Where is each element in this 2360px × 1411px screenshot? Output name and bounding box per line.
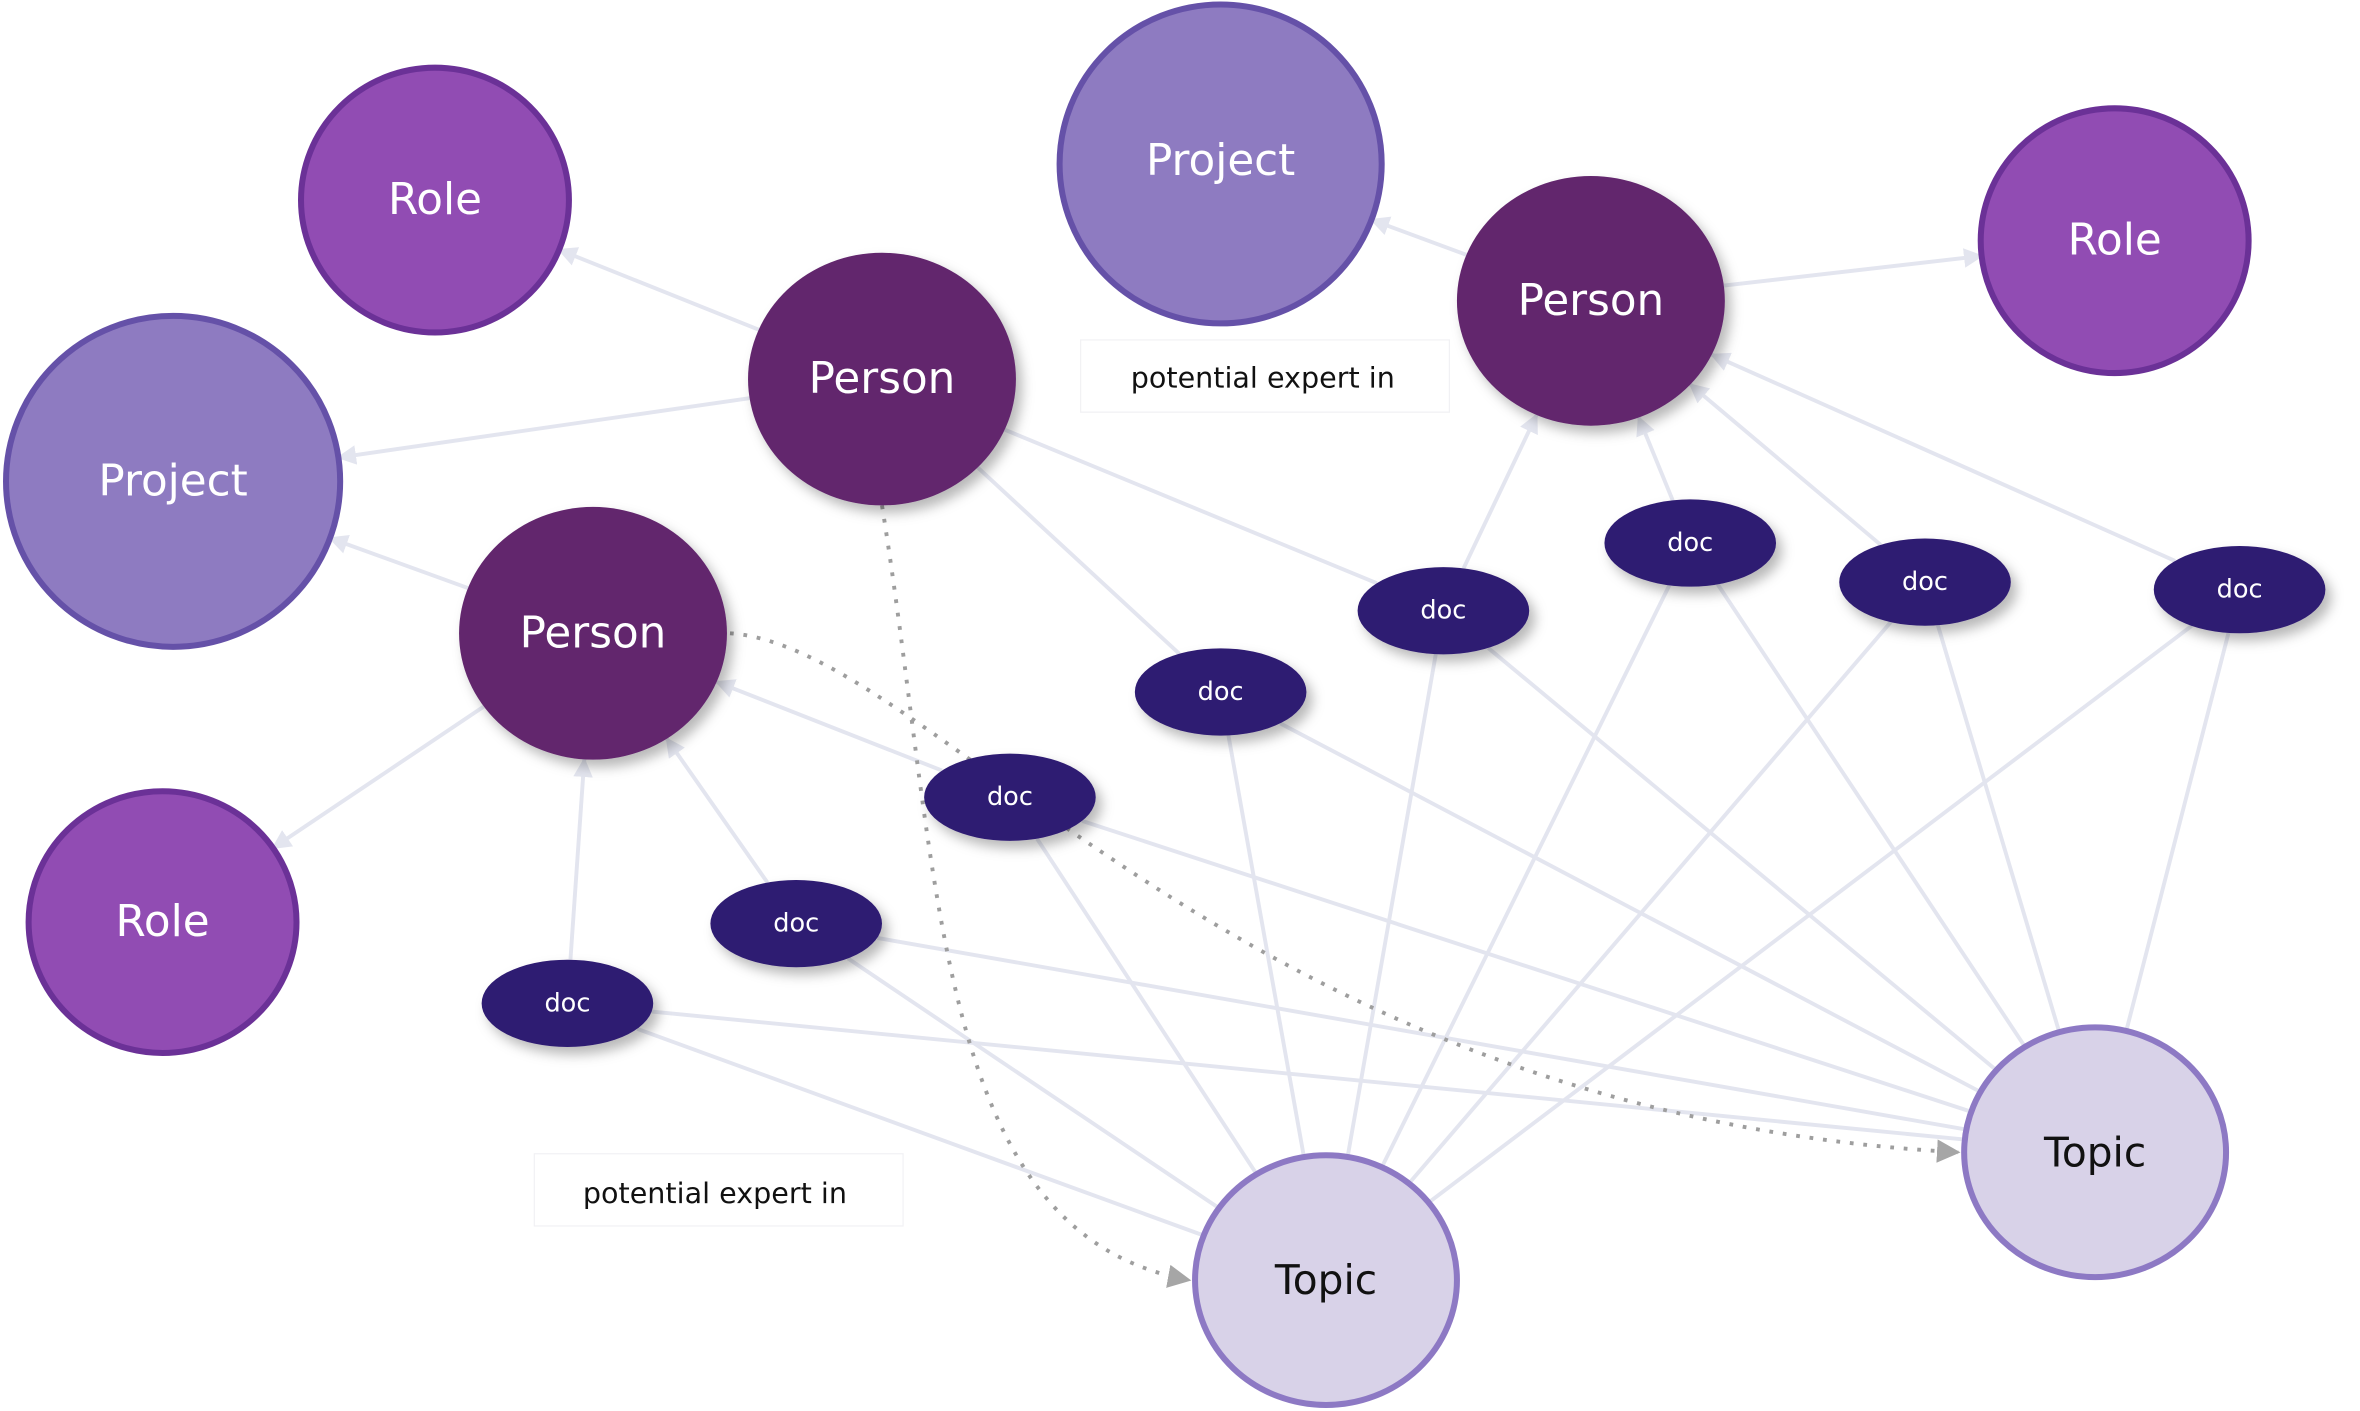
node-label: doc (544, 988, 590, 1018)
node-doc[interactable]: doc (710, 879, 882, 968)
person-node-shape (748, 252, 1016, 506)
edge-person2-role2[interactable] (271, 704, 485, 850)
node-label: Topic (1274, 1256, 1377, 1304)
edge-person3-project2[interactable] (1369, 216, 1468, 257)
node-doc[interactable]: doc (1134, 648, 1307, 736)
edge-potential-expert-in[interactable] (880, 505, 1192, 1288)
node-label: doc (773, 909, 819, 939)
doc-node-shape (1134, 648, 1307, 736)
edge-docE-topic1[interactable] (1226, 735, 1306, 1158)
edge-docE-topic2[interactable] (1279, 721, 1982, 1094)
edge-label-potential-expert-top: potential expert in (1080, 339, 1451, 413)
node-project[interactable]: Project (1056, 1, 1385, 327)
edge-docG-topic1[interactable] (846, 956, 1221, 1210)
role-node-shape (298, 64, 572, 336)
edge-docD-topic1[interactable] (1345, 653, 1438, 1158)
node-label: doc (1198, 677, 1244, 707)
edge-docA-topic2[interactable] (1716, 583, 2027, 1048)
node-label: Role (116, 897, 210, 947)
node-label: Topic (2043, 1128, 2146, 1176)
edge-docA-person3[interactable] (1636, 415, 1675, 502)
node-label: doc (987, 782, 1033, 812)
node-doc[interactable]: doc (481, 959, 654, 1047)
edge-person1-docD[interactable] (1003, 427, 1378, 586)
node-role[interactable]: Role (25, 788, 300, 1056)
node-topic[interactable]: Topic (1961, 1024, 2230, 1281)
project-node-shape (3, 312, 344, 650)
node-label: Person (809, 354, 956, 404)
node-label: Person (1518, 276, 1665, 326)
node-doc[interactable]: doc (1357, 567, 1530, 655)
edge-person1-project1[interactable] (336, 396, 750, 465)
node-label: Role (388, 175, 482, 225)
node-person[interactable]: Person (748, 252, 1016, 506)
node-label: Project (1146, 136, 1295, 186)
doc-node-shape (2153, 546, 2326, 634)
node-topic[interactable]: Topic (1192, 1152, 1460, 1408)
node-role[interactable]: Role (1977, 105, 2252, 377)
edge-docA-topic1[interactable] (1380, 584, 1672, 1169)
edge-label-box (1080, 339, 1451, 413)
node-label: doc (2217, 575, 2263, 605)
edge-label-box (533, 1153, 904, 1227)
topic-node-shape (1192, 1152, 1460, 1408)
edge-docF-topic1[interactable] (1035, 837, 1259, 1176)
role-node-shape (25, 788, 300, 1056)
edge-person1-docE[interactable] (976, 466, 1181, 656)
edge-docB-topic2[interactable] (1936, 624, 2062, 1033)
project-node-shape (1056, 1, 1385, 327)
doc-node-shape (924, 753, 1096, 841)
node-doc[interactable]: doc (924, 753, 1096, 841)
node-doc[interactable]: doc (2153, 546, 2326, 634)
node-doc[interactable]: doc (1839, 538, 2011, 626)
edge-docB-topic1[interactable] (1407, 620, 1893, 1185)
edge-docH-topic1[interactable] (636, 1026, 1205, 1238)
doc-node-shape (710, 879, 882, 968)
node-label: doc (1420, 596, 1466, 626)
person-node-shape (1456, 175, 1725, 426)
role-node-shape (1977, 105, 2252, 377)
edges-layer (271, 216, 2231, 1288)
doc-node-shape (1357, 567, 1530, 655)
edge-potential-expert-in[interactable] (729, 631, 1961, 1163)
doc-node-shape (1839, 538, 2011, 626)
edge-person2-project1[interactable] (328, 534, 469, 590)
edge-docH-topic2[interactable] (651, 1009, 1966, 1142)
node-person[interactable]: Person (459, 506, 727, 760)
edge-docB-person3[interactable] (1688, 383, 1882, 547)
topic-node-shape (1961, 1024, 2230, 1281)
edge-docD-person3[interactable] (1461, 413, 1539, 570)
node-label: Person (520, 608, 667, 658)
edge-docH-person2[interactable] (568, 757, 593, 960)
node-label: doc (1667, 528, 1713, 558)
edge-label-text: potential expert in (1131, 361, 1395, 395)
node-label: doc (1902, 567, 1948, 597)
nodes-layer: Role Project Role Person Person Project (3, 1, 2326, 1408)
edge-labels-layer: potential expert in potential expert in (533, 339, 1451, 1227)
edge-docF-person2[interactable] (714, 679, 943, 773)
edge-label-text: potential expert in (583, 1176, 847, 1210)
node-project[interactable]: Project (3, 312, 344, 650)
person-node-shape (459, 506, 727, 760)
node-label: Role (2068, 216, 2162, 266)
edge-docD-topic2[interactable] (1486, 646, 1998, 1072)
doc-node-shape (1604, 499, 1777, 587)
node-doc[interactable]: doc (1604, 499, 1777, 587)
edge-docF-topic2[interactable] (1081, 819, 1972, 1114)
node-person[interactable]: Person (1456, 175, 1725, 426)
edge-docG-topic2[interactable] (876, 935, 1967, 1132)
edge-docC-topic2[interactable] (2124, 632, 2231, 1032)
edge-label-potential-expert-bottom: potential expert in (533, 1153, 904, 1227)
edge-person3-role3[interactable] (1723, 248, 1984, 288)
edge-person1-role1[interactable] (557, 247, 760, 332)
node-label: Project (98, 456, 247, 506)
edge-docC-person3[interactable] (1709, 352, 2176, 563)
doc-node-shape (481, 959, 654, 1047)
node-role[interactable]: Role (298, 64, 572, 336)
edge-docG-person2[interactable] (665, 737, 770, 884)
